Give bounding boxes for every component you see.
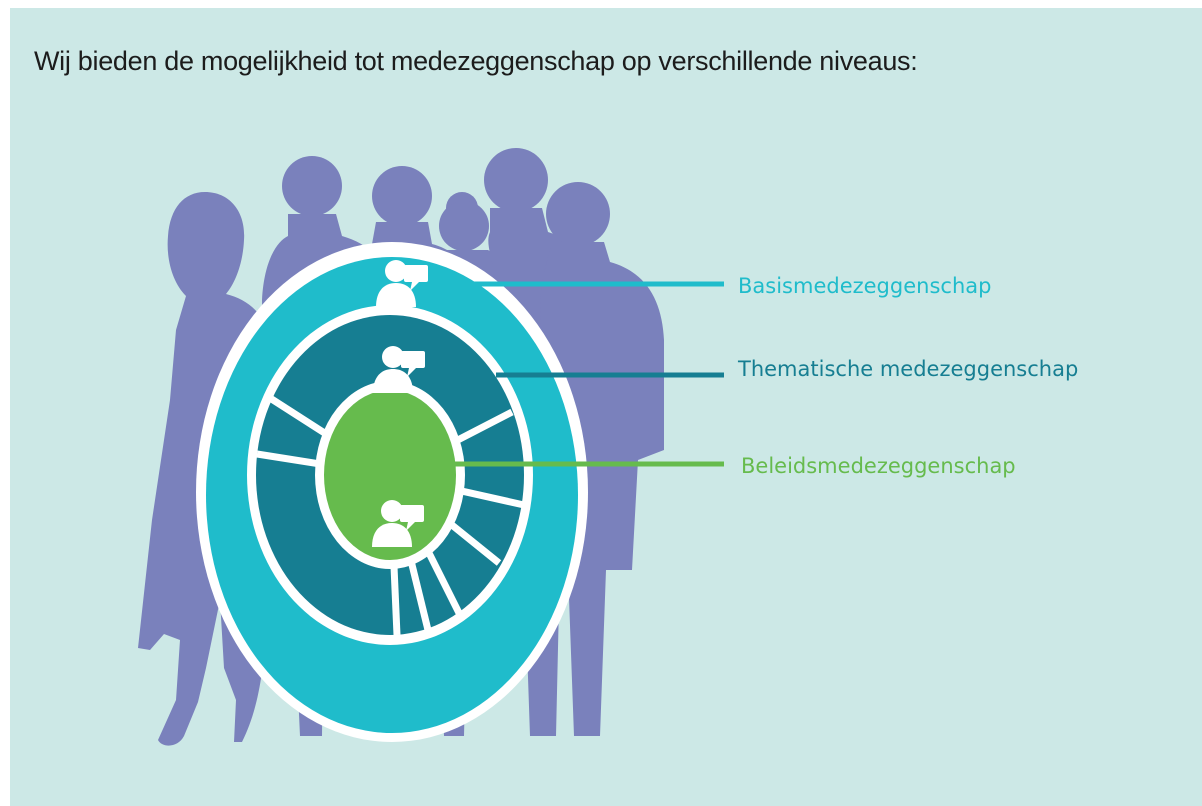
label-basismedezeggenschap: Basismedezeggenschap [738,274,992,298]
level-rings [196,242,588,742]
person-speech-bubble-icon [373,346,425,393]
silhouette-man-right [540,182,664,736]
person-speech-bubble-icon [376,260,428,307]
page-title: Wij bieden de mogelijkheid tot medezegge… [34,46,918,76]
label-thematische-medezeggenschap: Thematische medezeggenschap [738,357,1079,381]
label-connectors [448,281,724,467]
label-beleidsmedezeggenschap: Beleidsmedezeggenschap [741,454,1016,478]
person-speech-bubble-icon [372,500,424,547]
